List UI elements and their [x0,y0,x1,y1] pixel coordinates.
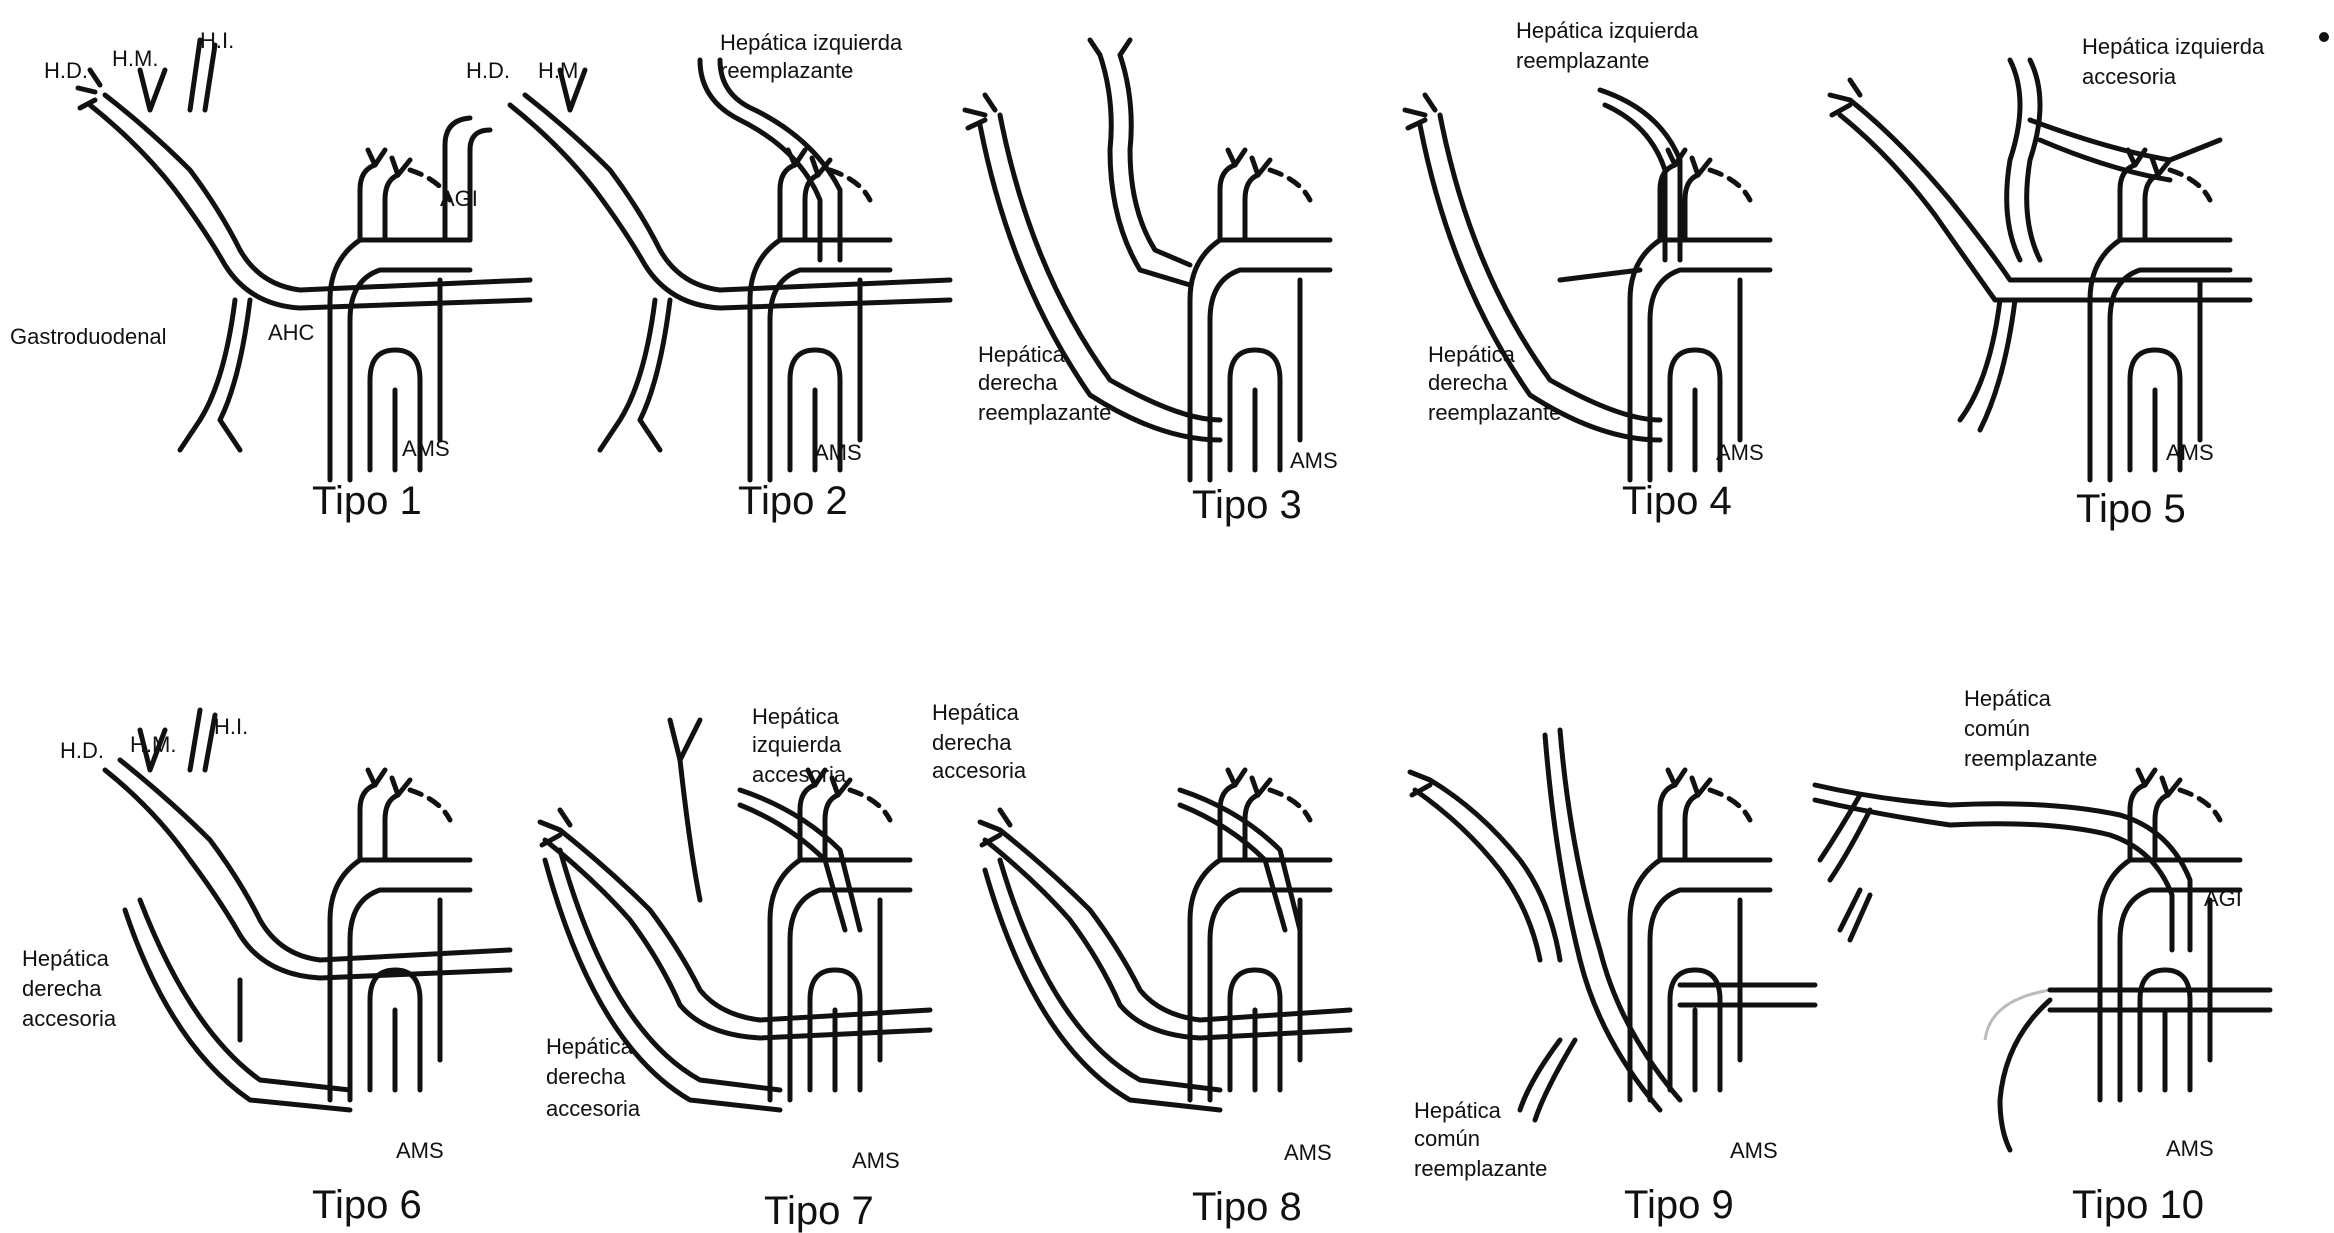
label-derecha: derecha [22,976,102,1001]
diagram-tipo-10 [1815,770,2270,1150]
label-hepatica: Hepática [752,704,840,729]
diagram-tipo-6 [105,710,510,1110]
label-h-m: H.M. [130,732,176,757]
panel-title: Tipo 9 [1624,1183,1734,1227]
label-derecha: derecha [546,1064,626,1089]
label-h-m: H.M. [538,58,584,83]
label-ams: AMS [396,1138,444,1163]
label-accesoria: accesoria [2082,64,2177,89]
label-ahc: AHC [268,320,315,345]
label-accesoria: accesoria [546,1096,641,1121]
label-ams: AMS [2166,1136,2214,1161]
panel-title: Tipo 1 [312,479,422,523]
label-derecha: derecha [1428,370,1508,395]
panel-tipo-2: H.D. H.M. Hepática izquierda reemplazant… [466,30,950,523]
label-comun: común [1414,1126,1480,1151]
label-h-d: H.D. [466,58,510,83]
label-reemplazante: reemplazante [1414,1156,1547,1181]
label-ams: AMS [1730,1138,1778,1163]
label-h-i: H.I. [214,714,248,739]
panel-title: Tipo 5 [2076,487,2186,531]
label-hepatica: Hepática [1414,1098,1502,1123]
label-agi: AGI [2204,886,2242,911]
label-ams: AMS [2166,440,2214,465]
label-h-i: H.I. [200,28,234,53]
panel-tipo-1: H.D. H.M. H.I. AGI Gastroduodenal AHC AM… [10,28,530,523]
label-ams: AMS [1716,440,1764,465]
panel-title: Tipo 10 [2072,1183,2204,1227]
label-hepatica: Hepática [978,342,1066,367]
diagram-tipo-2 [510,60,950,480]
panel-title: Tipo 2 [738,479,848,523]
label-ams: AMS [402,436,450,461]
label-accesoria: accesoria [22,1006,117,1031]
diagram-tipo-8 [980,770,1350,1110]
panel-tipo-10: Hepática común reemplazante AGI AMS Tipo… [1815,686,2270,1227]
panel-tipo-4: Hepática izquierda reemplazante Hepática… [1405,18,1770,523]
panel-tipo-9: Hepática común reemplazante AMS Tipo 9 [1410,730,1815,1227]
label-izquierda: izquierda [752,732,842,757]
panel-title: Tipo 7 [764,1189,874,1233]
label-reemplazante: reemplazante [1428,400,1561,425]
diagram-tipo-9 [1410,730,1815,1120]
panel-tipo-8: Hepática derecha accesoria AMS Tipo 8 [932,700,1350,1229]
label-hepatica-izquierda: Hepática izquierda [2082,34,2265,59]
panel-tipo-7: Hepática izquierda accesoria Hepática de… [540,704,930,1233]
label-hepatica: Hepática [1428,342,1516,367]
label-reemplazante: reemplazante [1964,746,2097,771]
label-derecha: derecha [978,370,1058,395]
label-ams: AMS [814,440,862,465]
panel-tipo-3: Hepática derecha reemplazante AMS Tipo 3 [965,40,1338,527]
label-reemplazante: reemplazante [978,400,1111,425]
label-hepatica: Hepática [22,946,110,971]
label-h-m: H.M. [112,46,158,71]
panel-title: Tipo 8 [1192,1185,1302,1229]
label-h-d: H.D. [60,738,104,763]
label-h-d: H.D. [44,58,88,83]
label-hepatica-izquierda: Hepática izquierda [720,30,903,55]
panel-title: Tipo 3 [1192,483,1302,527]
label-gastroduodenal: Gastroduodenal [10,324,167,349]
label-accesoria: accesoria [752,762,847,787]
label-reemplazante: reemplazante [720,58,853,83]
label-hepatica: Hepática [546,1034,634,1059]
panel-tipo-6: H.D. H.M. H.I. Hepática derecha accesori… [22,710,510,1227]
panel-title: Tipo 4 [1622,479,1732,523]
label-hepatica-izquierda: Hepática izquierda [1516,18,1699,43]
label-agi: AGI [440,186,478,211]
label-accesoria: accesoria [932,758,1027,783]
label-derecha: derecha [932,730,1012,755]
panel-tipo-5: Hepática izquierda accesoria AMS Tipo 5 [1830,34,2265,531]
label-comun: común [1964,716,2030,741]
label-ams: AMS [1284,1140,1332,1165]
panel-title: Tipo 6 [312,1183,422,1227]
label-reemplazante: reemplazante [1516,48,1649,73]
label-hepatica: Hepática [932,700,1020,725]
label-ams: AMS [852,1148,900,1173]
label-hepatica: Hepática [1964,686,2052,711]
stray-dot [2319,32,2329,42]
label-ams: AMS [1290,448,1338,473]
diagram-tipo-1 [78,40,530,480]
diagram-tipo-5 [1830,60,2250,480]
